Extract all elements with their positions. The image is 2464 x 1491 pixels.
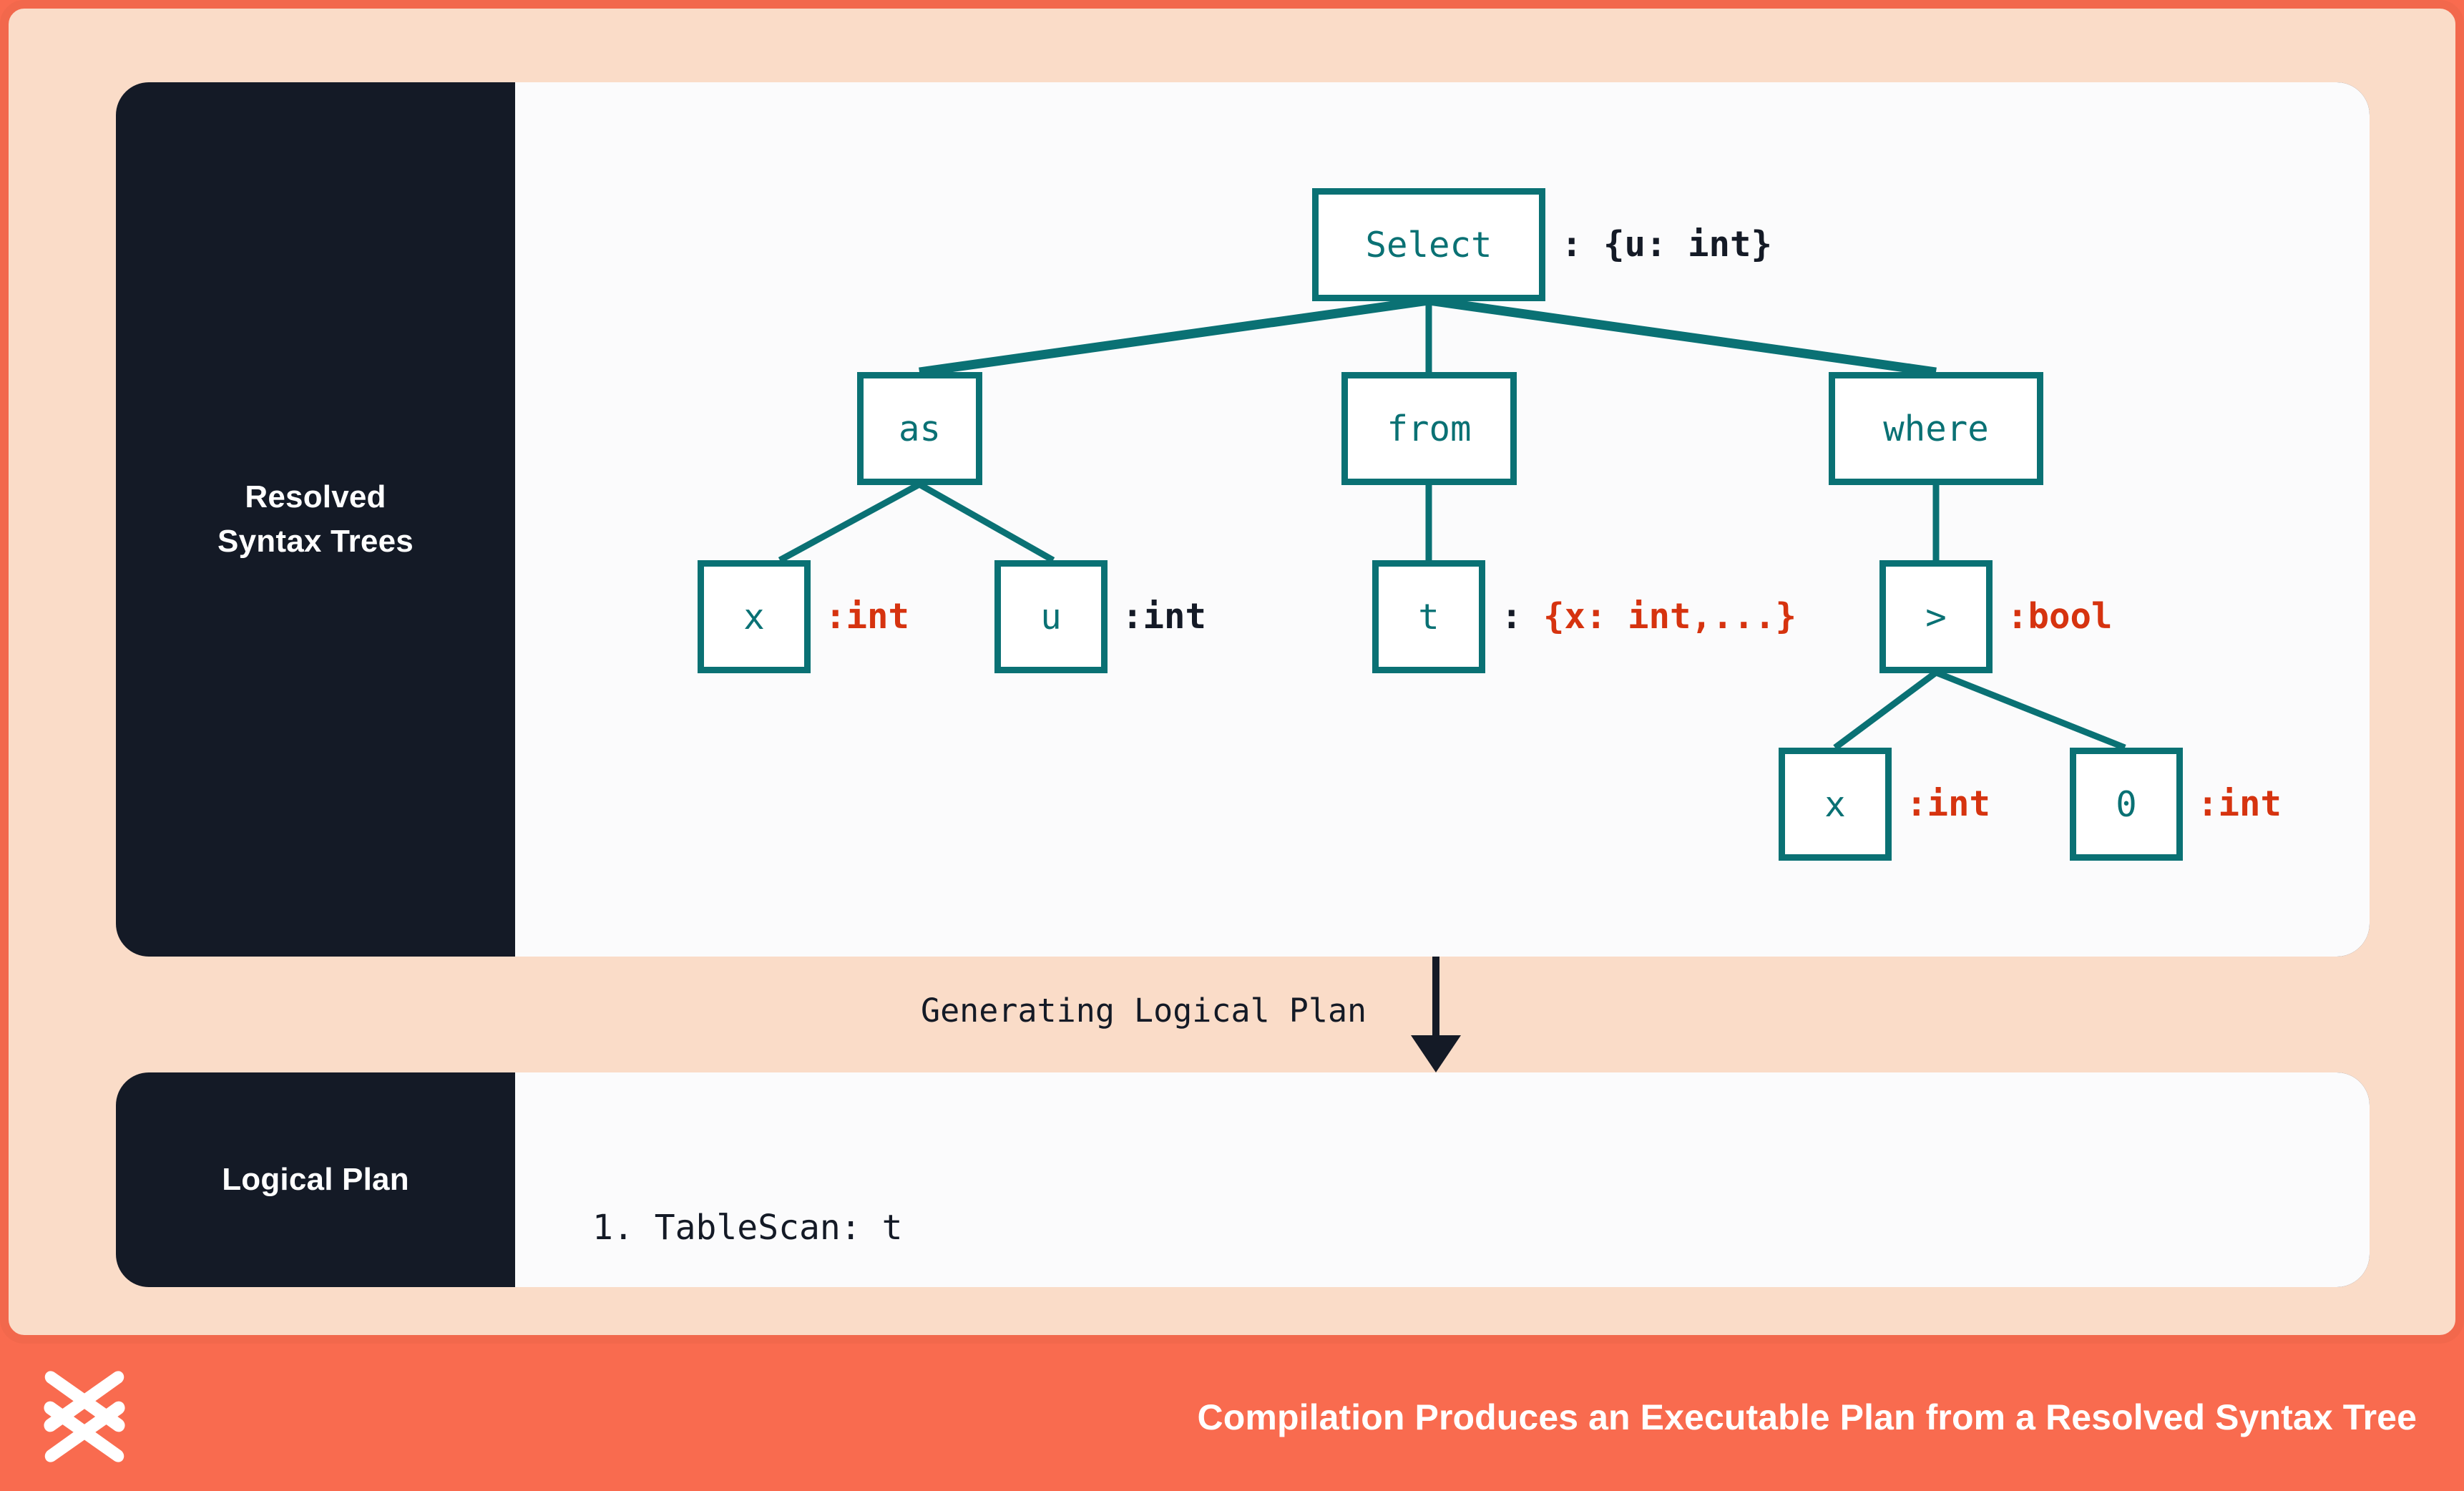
generating-logical-plan-label: Generating Logical Plan <box>921 992 1367 1030</box>
node-select[interactable]: Select <box>1312 188 1545 301</box>
node-as-u[interactable]: u <box>994 560 1108 673</box>
node-gt-text: > <box>1925 596 1947 637</box>
outer-peach-panel: Resolved Syntax Trees <box>0 0 2464 1344</box>
edge-as-x <box>778 481 921 563</box>
down-arrow-icon <box>1411 957 1461 1072</box>
logical-plan-steps: 1. TableScan: t 2. Filter: t.x > 0 3. Pr… <box>592 1114 1068 1287</box>
tree-edges <box>778 295 2126 751</box>
node-gt-zero-text: 0 <box>2116 783 2137 825</box>
annotation-as-x: :int <box>825 596 910 637</box>
node-from[interactable]: from <box>1341 372 1517 485</box>
x-butterfly-logo-icon <box>37 1369 132 1464</box>
annotation-from-t-type: {x: int,...} <box>1543 596 1797 637</box>
node-select-text: Select <box>1365 224 1492 265</box>
resolved-syntax-trees-label: Resolved Syntax Trees <box>116 82 515 957</box>
plan-label-line1: Logical Plan <box>222 1161 409 1197</box>
node-gt-x[interactable]: x <box>1779 748 1892 861</box>
node-gt-zero[interactable]: 0 <box>2070 748 2183 861</box>
logical-plan-body: 1. TableScan: t 2. Filter: t.x > 0 3. Pr… <box>515 1072 2370 1287</box>
annotation-gt: :bool <box>2007 596 2113 637</box>
annotation-select: : {u: int} <box>1561 224 1773 265</box>
logical-plan-label: Logical Plan <box>116 1072 515 1287</box>
node-gt[interactable]: > <box>1879 560 1993 673</box>
edge-select-where <box>1428 295 1937 377</box>
resolved-syntax-trees-card: Resolved Syntax Trees <box>116 82 2370 957</box>
node-as-u-text: u <box>1040 596 1062 637</box>
annotation-gt-zero: :int <box>2197 783 2282 824</box>
footer-banner: Compilation Produces an Executable Plan … <box>0 1344 2464 1491</box>
logical-plan-card: Logical Plan 1. TableScan: t 2. Filter: … <box>116 1072 2370 1287</box>
annotation-gt-x: :int <box>1906 783 1991 824</box>
syntax-tree-canvas: Select : {u: int} as from where x <box>515 82 2370 957</box>
annotation-as-u: :int <box>1122 596 1207 637</box>
node-as[interactable]: as <box>857 372 982 485</box>
node-gt-x-text: x <box>1824 783 1846 825</box>
edge-select-as <box>919 295 1429 377</box>
edge-gt-zero <box>1935 669 2126 751</box>
annotation-from-t-colon: : <box>1501 596 1544 637</box>
node-from-t[interactable]: t <box>1372 560 1485 673</box>
edge-as-u <box>917 481 1055 563</box>
node-as-text: as <box>898 408 941 449</box>
node-where[interactable]: where <box>1829 372 2043 485</box>
edge-gt-x <box>1833 670 1938 751</box>
rst-label-line2: Syntax Trees <box>217 524 414 559</box>
banner-caption: Compilation Produces an Executable Plan … <box>1197 1397 2417 1437</box>
node-as-x-text: x <box>743 596 765 637</box>
rst-label-line1: Resolved <box>245 479 386 514</box>
plan-step-1: 1. TableScan: t <box>592 1207 903 1248</box>
node-from-t-text: t <box>1418 596 1439 637</box>
annotation-from-t: : : {x: int,...}{x: int,...} <box>1501 599 1796 634</box>
node-from-text: from <box>1387 408 1472 449</box>
node-as-x[interactable]: x <box>698 560 811 673</box>
node-where-text: where <box>1883 408 1989 449</box>
